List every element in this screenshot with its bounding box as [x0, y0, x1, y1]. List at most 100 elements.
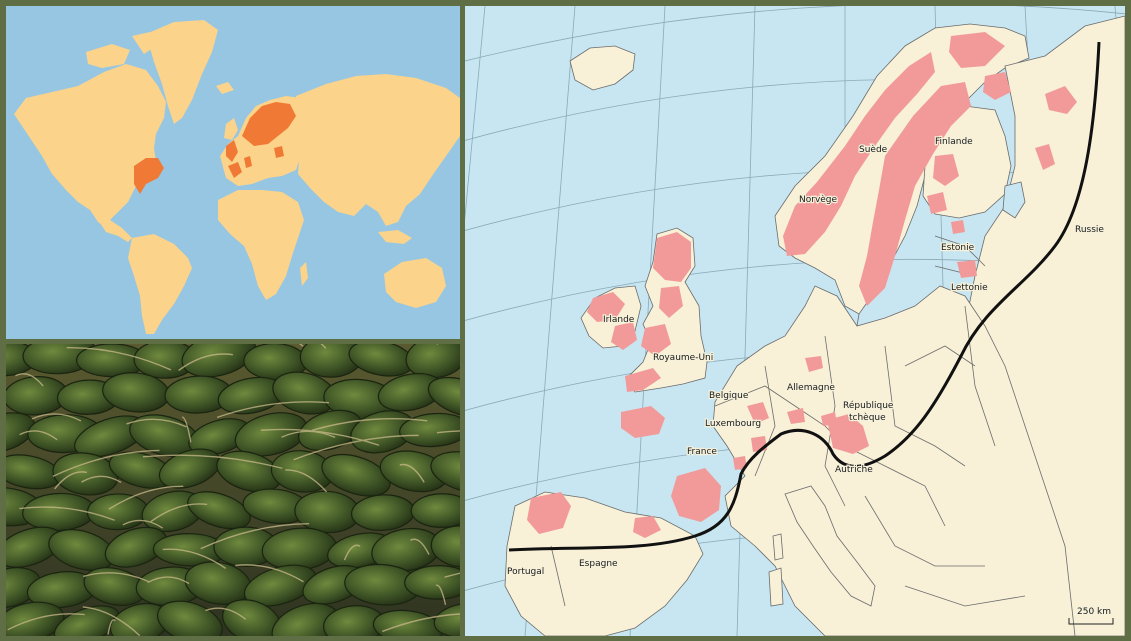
europe-map-svg: Irlande Royaume-Uni Norvège Suède Finlan… — [465, 6, 1125, 636]
label-allemagne: Allemagne — [787, 383, 835, 393]
mussels-group — [6, 344, 460, 636]
grass-strand — [66, 347, 172, 371]
grass-strand — [19, 506, 115, 521]
grass-strand — [200, 522, 310, 550]
grass-strand — [31, 413, 82, 422]
range-karelia — [1035, 144, 1055, 170]
grass-strand — [181, 416, 192, 443]
range-england-north — [659, 286, 683, 318]
range-north-america — [134, 158, 164, 194]
grass-strand — [83, 572, 150, 583]
scale-bar: 250 km — [1068, 606, 1114, 625]
corsica — [772, 533, 784, 561]
range-germany-1 — [805, 356, 823, 372]
mussel-shell — [156, 600, 223, 636]
grass-strand — [122, 519, 164, 529]
mussel-photo — [6, 344, 460, 636]
world-distribution-map — [6, 6, 460, 339]
range-british-isles — [226, 140, 238, 162]
mussel-shell — [187, 491, 251, 530]
range-patches — [527, 32, 1077, 538]
range-sweden — [859, 82, 971, 306]
grass-strand — [81, 475, 122, 484]
mussel-shell — [6, 601, 65, 636]
scale-line — [1068, 618, 1114, 625]
label-france: France — [687, 447, 717, 457]
range-germany-2 — [787, 408, 805, 424]
grass-strand — [435, 584, 447, 606]
range-estonia — [951, 220, 965, 234]
grass-strand — [107, 619, 116, 635]
label-portugal: Portugal — [507, 567, 544, 577]
grass-strand — [150, 503, 208, 523]
central-america — [98, 220, 132, 242]
grass-strand — [436, 430, 460, 434]
label-finlande: Finlande — [935, 137, 973, 147]
grass-strand — [178, 353, 234, 371]
range-ireland-2 — [611, 322, 637, 350]
mussel-shell — [410, 493, 460, 528]
country-labels: Irlande Royaume-Uni Norvège Suède Finlan… — [506, 136, 1106, 578]
grass-strand — [162, 548, 227, 569]
mussel-shell — [430, 525, 460, 568]
range-massif-central — [671, 468, 721, 522]
range-north-cape — [949, 32, 1005, 68]
grass-strand — [205, 607, 247, 620]
range-galicia — [527, 492, 571, 534]
grass-strand — [311, 417, 428, 432]
range-finland-1 — [933, 154, 959, 186]
iceland — [569, 45, 636, 91]
label-autriche: Autriche — [835, 465, 873, 475]
range-wales — [641, 324, 671, 356]
grass-strand — [293, 434, 419, 461]
label-lettonie: Lettonie — [951, 283, 988, 293]
range-brittany — [621, 406, 665, 438]
south-america — [128, 234, 192, 334]
label-belgique: Belgique — [709, 391, 749, 401]
grass-strand — [54, 471, 88, 490]
madagascar — [300, 262, 308, 286]
africa — [218, 190, 304, 300]
label-luxembourg: Luxembourg — [705, 419, 761, 429]
range-scotland — [653, 232, 691, 282]
grass-strand — [15, 373, 44, 387]
grass-strand — [260, 428, 380, 446]
label-irlande: Irlande — [603, 315, 635, 325]
mussel-shell — [321, 453, 391, 497]
range-sw-england — [625, 368, 661, 392]
grass-strand — [320, 344, 327, 349]
mussel-shell — [427, 376, 460, 419]
grass-strands — [7, 344, 460, 636]
north-america — [14, 64, 166, 228]
grass-strand — [285, 469, 328, 493]
mussel-shell — [430, 451, 460, 494]
mussel-shell — [52, 452, 119, 496]
italy — [784, 485, 876, 607]
grass-strand — [399, 463, 425, 483]
southern-limit-line — [508, 41, 1101, 552]
label-estonie: Estonie — [941, 243, 975, 253]
label-royaume-uni: Royaume-Uni — [653, 353, 713, 363]
grass-strand — [108, 485, 184, 510]
grass-strand — [52, 449, 160, 478]
grass-strand — [142, 454, 283, 469]
uk-world — [224, 118, 238, 140]
range-bohemia — [827, 414, 869, 454]
range-norway — [783, 52, 935, 256]
continental-europe — [712, 285, 1076, 636]
grass-strand — [82, 606, 141, 636]
grass-strand — [147, 576, 190, 585]
grass-strand — [216, 401, 330, 419]
range-belgium — [747, 402, 769, 424]
sardinia — [768, 567, 784, 607]
country-borders — [550, 235, 1026, 607]
label-norvege: Norvège — [799, 194, 838, 205]
range-ireland-1 — [587, 292, 625, 322]
arctic-islands — [86, 44, 130, 68]
range-alsace — [733, 456, 747, 470]
range-western-europe — [228, 156, 252, 178]
grass-strand — [343, 544, 361, 561]
grass-strand — [126, 418, 187, 428]
label-russie: Russie — [1075, 225, 1104, 235]
label-suede: Suède — [859, 144, 888, 155]
